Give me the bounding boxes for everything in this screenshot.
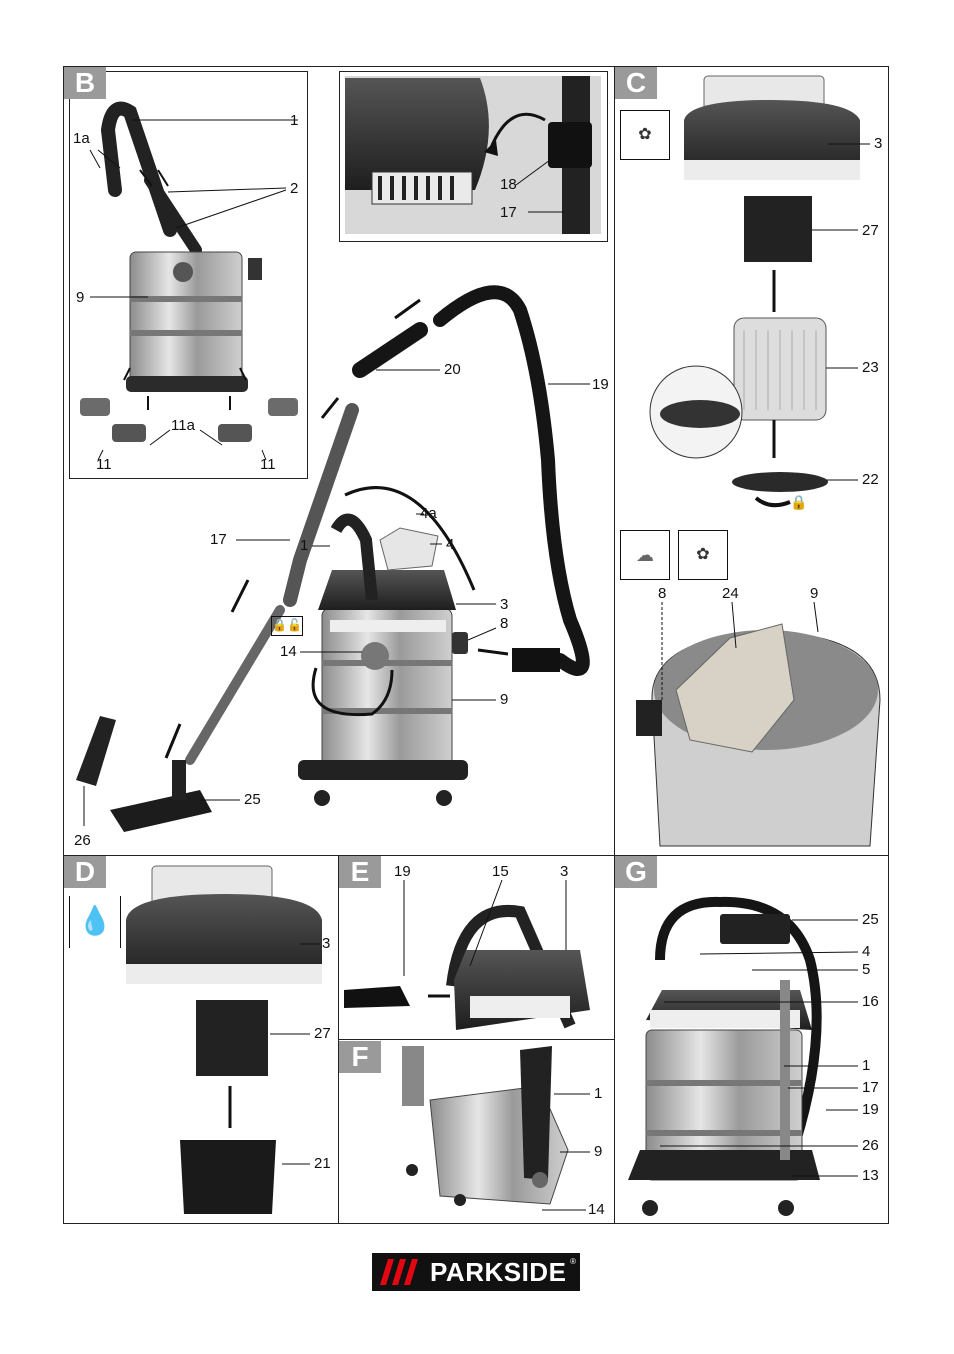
label-c-22: 22 — [862, 471, 879, 488]
divider-bottom-row — [63, 855, 889, 856]
label-b-1a: 1a — [73, 130, 90, 147]
label-d-21: 21 — [314, 1155, 331, 1172]
figure-frame — [63, 66, 889, 1224]
logo-text: PARKSIDE — [430, 1257, 567, 1287]
label-main-19: 19 — [592, 376, 609, 393]
panel-letter-e: E — [339, 856, 381, 888]
panel-letter-d: D — [64, 856, 106, 888]
label-c-24: 24 — [722, 585, 739, 602]
label-main-8: 8 — [500, 615, 509, 632]
label-f-1: 1 — [594, 1085, 603, 1102]
label-d-27: 27 — [314, 1025, 331, 1042]
label-main-4a: 4a — [420, 505, 437, 522]
panel-letter-c: C — [615, 67, 657, 99]
dry-debris-icon: ✿ — [620, 110, 670, 160]
label-e-15: 15 — [492, 863, 509, 880]
label-b-11a: 11a — [171, 417, 195, 434]
label-f-9: 9 — [594, 1143, 603, 1160]
panel-letter-b: B — [64, 67, 106, 99]
logo-registered-mark: ® — [570, 1257, 576, 1266]
water-drop-icon: 💧 — [69, 896, 121, 948]
dry-debris-icon: ✿ — [678, 530, 728, 580]
lock-icon: 🔒 — [790, 494, 808, 510]
panel-letter-g: G — [615, 856, 657, 888]
label-inset-18: 18 — [500, 176, 517, 193]
label-g-4: 4 — [862, 943, 871, 960]
panel-c-art — [636, 75, 881, 847]
label-b-11-left: 11 — [96, 456, 112, 473]
label-e-19: 19 — [394, 863, 411, 880]
label-g-25: 25 — [862, 911, 879, 928]
label-main-1: 1 — [300, 537, 309, 554]
label-inset-17: 17 — [500, 204, 517, 221]
label-b-2: 2 — [290, 180, 299, 197]
label-b-9: 9 — [76, 289, 85, 306]
label-main-3: 3 — [500, 596, 509, 613]
panel-b-art — [80, 101, 298, 461]
panel-b-box — [69, 71, 308, 479]
panel-letter-f: F — [339, 1041, 381, 1073]
label-c-8: 8 — [658, 585, 667, 602]
parkside-logo: PARKSIDE ® — [372, 1253, 580, 1291]
fine-dust-icon: ☁ — [620, 530, 670, 580]
label-b-1: 1 — [290, 112, 299, 129]
label-g-13: 13 — [862, 1167, 879, 1184]
label-main-17: 17 — [210, 531, 227, 548]
label-g-16: 16 — [862, 993, 879, 1010]
logo-stripes-icon — [380, 1259, 418, 1285]
label-c-27: 27 — [862, 222, 879, 239]
divider-right-column — [614, 66, 615, 1224]
panel-d-art — [126, 865, 322, 1214]
label-main-14: 14 — [280, 643, 297, 660]
label-b-11-right: 11 — [260, 456, 276, 473]
label-e-3: 3 — [560, 863, 569, 880]
label-g-17: 17 — [862, 1079, 879, 1096]
label-c-3: 3 — [874, 135, 883, 152]
label-main-26: 26 — [74, 832, 91, 849]
label-g-1: 1 — [862, 1057, 871, 1074]
inset-art — [345, 76, 601, 234]
label-g-5: 5 — [862, 961, 871, 978]
label-g-26: 26 — [862, 1137, 879, 1154]
label-main-9: 9 — [500, 691, 509, 708]
label-d-3: 3 — [322, 935, 331, 952]
label-main-25: 25 — [244, 791, 261, 808]
panel-g-art — [628, 896, 859, 1216]
lock-unlock-icon: 🔒🔓 — [271, 616, 303, 636]
label-f-14: 14 — [588, 1201, 605, 1218]
label-main-20: 20 — [444, 361, 461, 378]
label-g-19: 19 — [862, 1101, 879, 1118]
label-c-9: 9 — [810, 585, 819, 602]
panel-f-art — [402, 1046, 590, 1211]
label-c-23: 23 — [862, 359, 879, 376]
panel-e-art — [344, 879, 590, 1030]
main-assembly-art — [76, 285, 590, 832]
label-main-4: 4 — [446, 536, 455, 553]
inset-box — [339, 71, 608, 242]
divider-e-f — [338, 1039, 615, 1040]
